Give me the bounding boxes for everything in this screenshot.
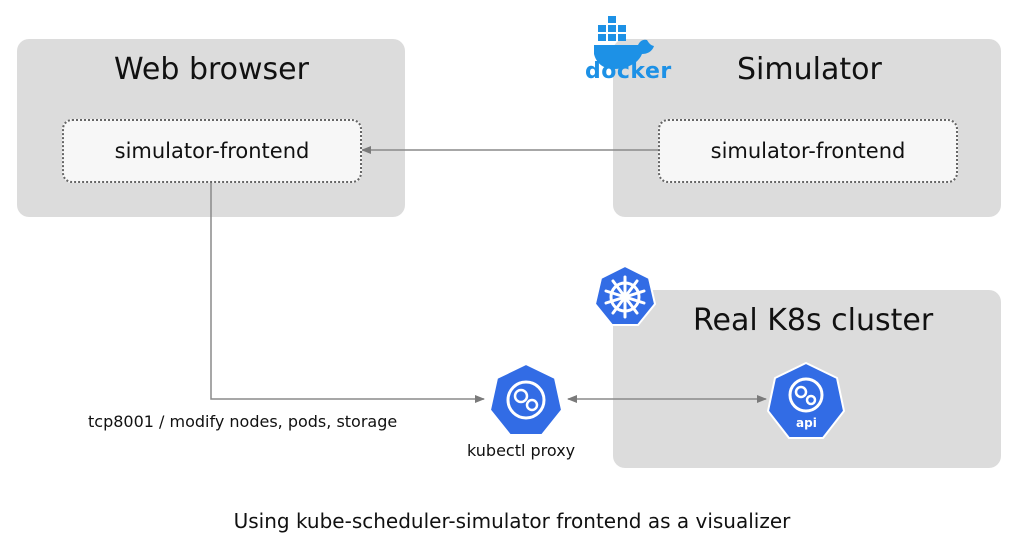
simulator-title: Simulator [737,52,882,87]
docker-whale-icon [594,16,654,69]
api-label: api [796,416,817,430]
kubernetes-helm-icon [593,264,657,328]
k8s-cluster-title: Real K8s cluster [693,303,934,338]
diagram-caption: Using kube-scheduler-simulator frontend … [233,509,791,533]
simulator-frontend-label: simulator-frontend [710,139,906,163]
simulator-frontend-box: simulator-frontend [658,119,958,183]
kubectl-proxy-label: kubectl proxy [467,441,576,460]
browser-to-proxy-arrow [210,182,485,403]
api-server-icon: api [766,361,846,441]
kubectl-proxy-icon [488,362,564,438]
web-browser-title: Web browser [114,52,309,87]
browser-frontend-label: simulator-frontend [114,139,310,163]
browser-frontend-box: simulator-frontend [62,119,362,183]
docker-logo-text: docker [585,59,672,84]
docker-logo: docker [580,14,671,84]
connection-label: tcp8001 / modify nodes, pods, storage [88,412,398,431]
